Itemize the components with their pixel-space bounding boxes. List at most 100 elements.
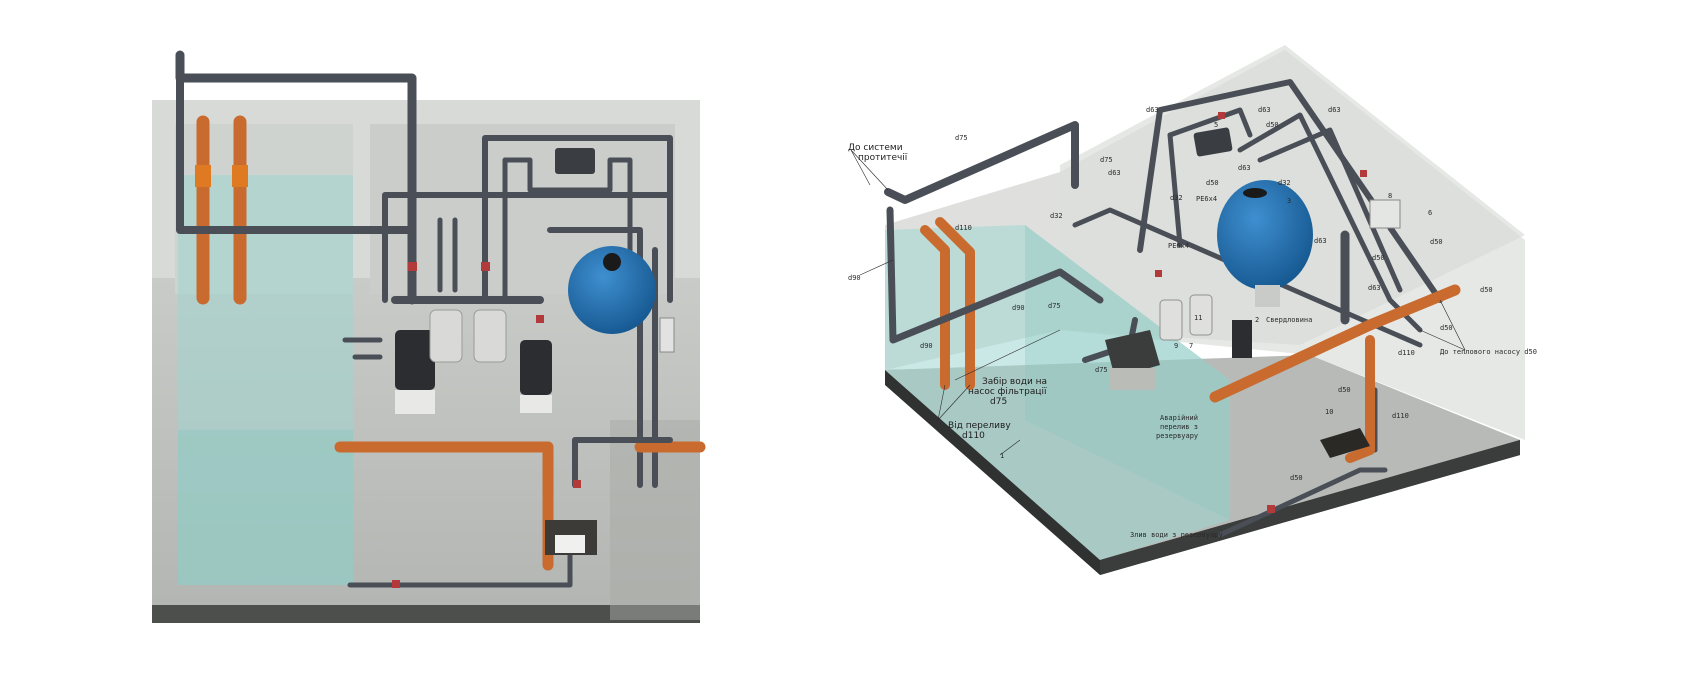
upper-loop-iso [1137, 79, 1443, 303]
valve-iso-4 [1360, 170, 1367, 177]
label-n9: 9 [1174, 342, 1178, 350]
valve-iso-2 [1218, 112, 1225, 119]
valve-5 [573, 480, 581, 488]
label-emergency-line: резервуару [1156, 432, 1198, 440]
label-d50-a: d50 [1266, 121, 1279, 129]
label-d90-left: d90 [848, 274, 861, 282]
upper-loop [482, 135, 673, 303]
label-overflow: Від переливу d110 [948, 421, 1014, 441]
label-n10: 10 [1325, 408, 1333, 416]
chem-tank-iso-2 [1189, 294, 1213, 336]
overflow-pipe-iso-1 [920, 225, 950, 390]
overflow-pipe-iso-2 [935, 217, 975, 390]
label-d32-a: d32 [1050, 212, 1063, 220]
label-overflow-line: Від переливу [948, 421, 1011, 431]
plan-view [152, 50, 706, 623]
label-n8: 8 [1388, 192, 1392, 200]
slab-edge [152, 605, 700, 623]
label-d50-d: d50 [1372, 254, 1385, 262]
filter-outlet [547, 227, 643, 488]
heat-exchanger [1369, 199, 1401, 229]
pump-1 [395, 330, 435, 390]
label-n3: 3 [1287, 197, 1291, 205]
sand-filter [568, 246, 656, 334]
suction-pipe [176, 74, 416, 234]
label-emergency-line: Аварійний [1160, 414, 1198, 422]
pump-iso-2 [1232, 320, 1252, 358]
drain-pipe-iso [1217, 467, 1388, 538]
pump-iso-1 [1105, 330, 1160, 378]
label-d50-h: d50 [1290, 474, 1303, 482]
chem-tank-2 [473, 309, 507, 363]
chlorinator-unit [555, 148, 595, 174]
label-d63-e: d63 [1238, 164, 1251, 172]
heatpump-line-2 [1257, 127, 1403, 293]
suction-pipe-iso [886, 206, 1104, 344]
label-emergency-line: перелив з [1160, 423, 1198, 431]
label-emergency: Аварійний перелив з резервуару [1156, 414, 1202, 440]
counterflow-pipe [175, 50, 417, 305]
chlorinator-iso [1193, 127, 1233, 157]
label-d75-small: d75 [1048, 302, 1061, 310]
chem-tank-1 [429, 309, 463, 363]
drain-pipe [347, 547, 573, 588]
valve-2 [481, 262, 490, 271]
label-counterflow: До системи протитечії [848, 143, 908, 163]
label-d63-d: d63 [1108, 169, 1121, 177]
drain-pit-iso [1320, 428, 1370, 458]
label-d32-c: d32 [1278, 179, 1291, 187]
return-pipe [382, 192, 673, 303]
chlorinator-loop [502, 157, 633, 303]
emergency-overflow-iso [1209, 284, 1461, 403]
control-panel [659, 317, 675, 353]
overflow-down-iso [1345, 335, 1375, 463]
label-n7: 7 [1189, 342, 1193, 350]
label-n1: 1 [1000, 452, 1004, 460]
label-d32-b: d32 [1170, 194, 1183, 202]
drain-vertical [572, 437, 673, 488]
label-pe-b: РЕ6х4 [1168, 242, 1189, 250]
chlorinator-loop-iso [1167, 107, 1253, 248]
label-intake: Забір води на насос фільтрації d75 [968, 377, 1050, 407]
label-d90-bottom: d90 [920, 342, 933, 350]
label-d75-top: d75 [955, 134, 968, 142]
filter-lid-iso [1243, 188, 1267, 198]
label-n5: 5 [1214, 121, 1218, 129]
pump-iso-base [1110, 368, 1155, 390]
drain-valve-box [555, 535, 585, 553]
label-d90-mid: d90 [1012, 304, 1025, 312]
dimension-labels: d75 До системи протитечії d90 d110 d90 d… [848, 106, 1537, 539]
water-volume-lower [178, 430, 353, 585]
valve-4 [392, 580, 400, 588]
label-n6: 6 [1428, 209, 1432, 217]
label-d63-f: d63 [1314, 237, 1327, 245]
label-borehole: Свердловина [1266, 316, 1312, 324]
label-intake-line: насос фільтрації [968, 387, 1047, 397]
label-d110-top: d110 [955, 224, 972, 232]
label-pe-a: РЕ6х4 [1196, 195, 1217, 203]
slab-front [1100, 440, 1520, 575]
label-to-heatpump: До теплового насосу d50 [1440, 348, 1537, 356]
label-d50-g: d50 [1338, 386, 1351, 394]
valve-3 [536, 315, 544, 323]
label-overflow-line: d110 [962, 431, 985, 441]
valve-iso-1 [1267, 505, 1275, 513]
filter-valve-iso [1255, 285, 1280, 307]
label-d75-pump: d75 [1095, 366, 1108, 374]
label-counterflow-line: протитечії [858, 153, 908, 163]
counterflow-pipe-iso [884, 121, 1079, 204]
pump-1-base [395, 390, 435, 414]
pump-2 [520, 340, 552, 395]
leader-lines [850, 149, 1466, 456]
isometric-view [884, 45, 1525, 575]
label-d63-b: d63 [1258, 106, 1271, 114]
label-intake-line: d75 [990, 397, 1007, 407]
pump-2-base [520, 395, 552, 413]
label-n11: 11 [1194, 314, 1202, 322]
fitting-orange-1 [195, 165, 211, 187]
label-d63-a: d63 [1146, 106, 1159, 114]
sand-filter-iso [1217, 180, 1313, 290]
label-d50-f: d50 [1440, 324, 1453, 332]
